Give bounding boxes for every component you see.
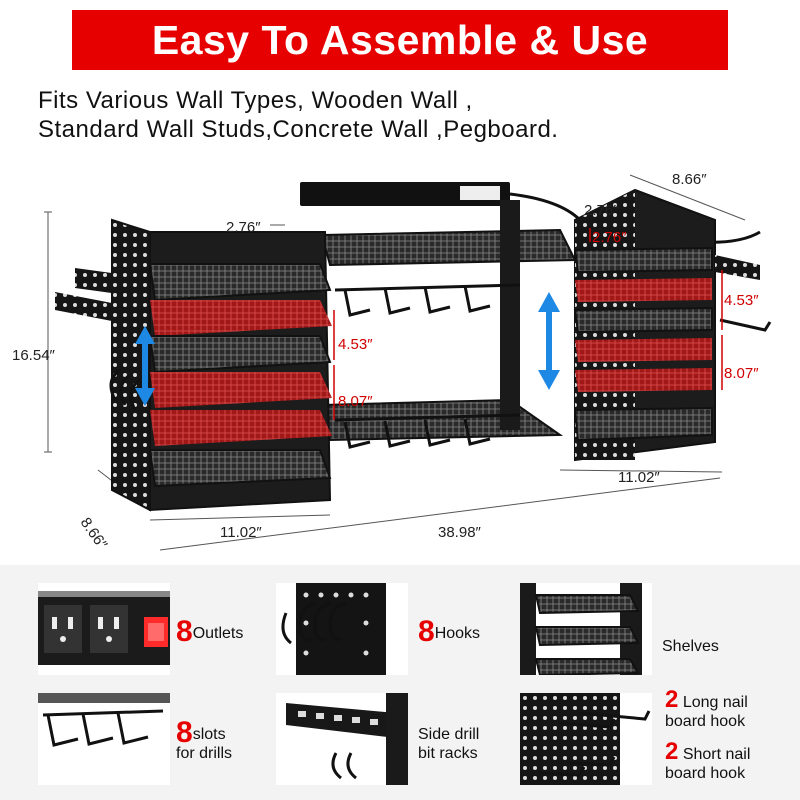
pegboard-hooks-icon [520,693,651,785]
short-hook-line-1: Short nail [682,746,751,763]
bit-racks-line-1: Side drill [418,726,480,743]
bit-racks-thumbnail [276,693,408,785]
dim-height-total: 16.54″ [12,347,56,364]
slots-line-1: slots [192,726,226,743]
shelves-icon [520,583,642,675]
slots-line-2: for drills [176,745,233,762]
nail-hooks-thumbnail [520,693,652,785]
long-hook-line-1: Long nail [682,694,748,711]
hooks-label: Hooks [434,625,481,642]
slots-caption: 8slots for drills [176,718,233,763]
short-hook-line-2: board hook [665,765,746,782]
dim-shelf-gap-small-left: 4.53″ [338,336,373,353]
dim-shelf-gap-large-right: 8.07″ [724,365,759,382]
banner-title: Easy To Assemble & Use [151,16,649,63]
dim-top-gap-right: 2.76″ [584,202,619,219]
dim-shelf-gap-small-right: 4.53″ [724,292,759,309]
bit-racks-caption: Side drill bit racks [418,725,479,763]
slots-thumbnail [38,693,170,785]
middle-rack [320,200,577,449]
outlets-caption: 8Outlets [176,617,244,647]
dim-width-left: 11.02″ [220,524,262,541]
adjustable-arrows [135,292,560,406]
dim-depth-left: 8.66″ [77,515,111,554]
long-hook-caption: 2 Long nail board hook [665,688,748,731]
dim-width-right: 11.02″ [618,469,660,486]
dim-width-total: 38.98″ [438,524,482,541]
dim-top-gap-left: 2.76″ [226,219,261,236]
power-strip-icon [38,591,170,665]
short-hook-caption: 2 Short nail board hook [665,740,751,783]
long-hook-line-2: board hook [665,713,746,730]
outlets-thumbnail [38,583,170,675]
drill-slots-icon [38,693,170,747]
short-hook-count: 2 [665,738,679,765]
subtitle: Fits Various Wall Types, Wooden Wall , S… [38,86,758,144]
bit-racks-line-2: bit racks [418,745,478,762]
long-hook-count: 2 [665,686,679,713]
shelves-label: Shelves [662,638,719,655]
outlets-label: Outlets [192,625,244,642]
hooks-icon [281,583,386,675]
right-shelf-tower [573,188,772,462]
left-shelf-tower [55,218,332,512]
title-banner: Easy To Assemble & Use [72,10,728,70]
hooks-caption: 8Hooks [418,617,481,647]
red-dimension-markers [333,228,723,420]
slots-count: 8 [176,716,193,749]
bit-rack-icon [286,693,408,785]
dimension-lines [44,174,746,551]
feature-grid: 8Outlets 8Hooks Shelves [0,565,800,800]
hooks-thumbnail [276,583,408,675]
product-diagram: 16.54″ 8.66″ 8.66″ 11.02″ 11.02″ 38.98″ … [12,171,772,554]
dim-shelf-gap-large-left: 8.07″ [338,393,373,410]
hooks-count: 8 [418,615,435,648]
outlets-count: 8 [176,615,193,648]
dim-depth-right: 8.66″ [672,171,707,188]
shelves-caption: Shelves [662,637,719,656]
subtitle-line-2: Standard Wall Studs,Concrete Wall ,Pegbo… [38,116,559,143]
subtitle-line-1: Fits Various Wall Types, Wooden Wall , [38,87,473,114]
dim-top-gap-right-red: 2.76″ [592,229,627,246]
shelves-thumbnail [520,583,652,675]
